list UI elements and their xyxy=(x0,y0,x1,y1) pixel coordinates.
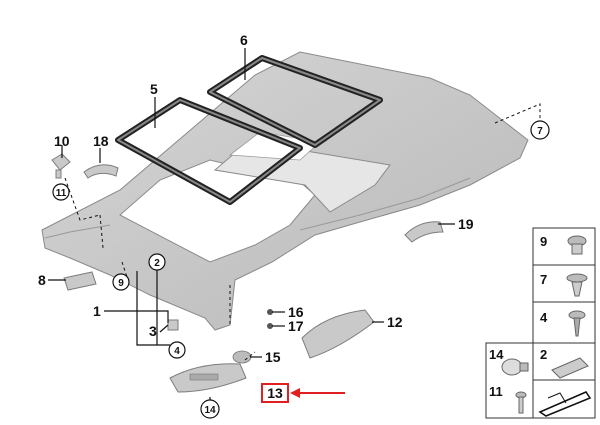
handle-part-19[interactable] xyxy=(404,221,444,243)
label-part-15: 15 xyxy=(265,349,281,365)
svg-text:14: 14 xyxy=(204,405,216,416)
label-part-12: 12 xyxy=(387,314,403,330)
screw-part-16[interactable] xyxy=(267,309,273,315)
legend-cell-7: 7 xyxy=(540,272,547,287)
legend-cell-4: 4 xyxy=(540,310,548,325)
svg-text:4: 4 xyxy=(174,346,180,357)
circle-label-7: 7 xyxy=(530,120,550,140)
label-part-6: 6 xyxy=(240,32,248,48)
highlight-arrow xyxy=(290,388,345,398)
rivet-icon xyxy=(515,391,527,414)
bracket-part-8[interactable] xyxy=(63,271,97,291)
grommet-icon xyxy=(567,235,587,255)
leader-lines xyxy=(48,48,455,402)
push-clip-icon xyxy=(566,273,588,297)
spring-clip-icon xyxy=(551,357,589,379)
svg-text:11: 11 xyxy=(56,188,67,199)
circle-label-2: 2 xyxy=(148,253,166,271)
screw-icon xyxy=(568,310,586,337)
circle-label-11: 11 xyxy=(52,183,70,201)
svg-text:7: 7 xyxy=(537,126,543,137)
svg-text:9: 9 xyxy=(118,278,124,289)
circle-label-9: 9 xyxy=(112,273,130,291)
circle-label-14: 14 xyxy=(200,399,220,419)
label-part-16: 16 xyxy=(288,304,304,320)
label-part-5: 5 xyxy=(150,81,158,97)
label-part-19: 19 xyxy=(458,216,474,232)
part-outline-icon xyxy=(538,391,592,417)
cap-part-15[interactable] xyxy=(232,350,252,364)
legend-cell-2: 2 xyxy=(540,347,547,362)
bulb-icon xyxy=(501,358,529,376)
frame-part-5[interactable] xyxy=(115,97,303,205)
clip-part-3[interactable] xyxy=(167,319,179,331)
label-part-1: 1 xyxy=(93,303,101,319)
circle-label-4: 4 xyxy=(168,341,186,359)
highlight-label-part-13[interactable]: 13 xyxy=(261,383,289,403)
fastener-legend-table: 9 7 4 14 2 11 xyxy=(485,227,596,419)
label-part-18: 18 xyxy=(93,133,109,149)
label-part-17: 17 xyxy=(288,318,304,334)
svg-text:2: 2 xyxy=(154,258,160,269)
clip-part-10[interactable] xyxy=(51,153,71,179)
legend-cell-9: 9 xyxy=(540,234,547,249)
svg-text:13: 13 xyxy=(267,385,283,401)
screw-part-17[interactable] xyxy=(267,323,273,329)
handle-part-18[interactable] xyxy=(83,164,119,179)
legend-cell-11: 11 xyxy=(489,384,503,399)
label-part-3: 3 xyxy=(149,323,157,339)
label-part-8: 8 xyxy=(38,272,46,288)
legend-cell-14: 14 xyxy=(489,347,504,362)
label-part-10: 10 xyxy=(54,133,70,149)
sun-visor-part-13[interactable] xyxy=(169,363,247,393)
sun-visor-part-12[interactable] xyxy=(301,309,375,359)
headliner-panel[interactable] xyxy=(41,51,529,331)
